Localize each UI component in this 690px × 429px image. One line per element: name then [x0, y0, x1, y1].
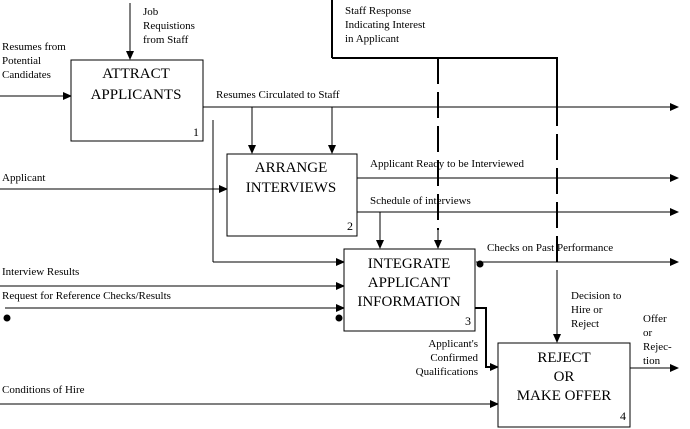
interview-results-label: Interview Results [2, 266, 79, 278]
box1-number: 1 [193, 125, 199, 139]
job-requisitions-label-2: Requistions [143, 20, 195, 32]
offer-label-2: or [643, 327, 653, 339]
box1-title-line1: ATTRACT [102, 66, 170, 82]
staff-response-bracket [332, 57, 558, 100]
box-integrate-information [343, 248, 476, 332]
box3-number: 3 [465, 314, 471, 328]
box-attract-applicants [70, 59, 204, 142]
box2-title-line1: ARRANGE [255, 160, 328, 176]
decision-label-2: Hire or [571, 304, 603, 316]
schedule-label: Schedule of interviews [370, 195, 471, 207]
applicant-ready-label: Applicant Ready to be Interviewed [370, 158, 524, 170]
offer-label-3: Rejec- [643, 341, 672, 353]
request-ref-dot-left [3, 314, 11, 322]
box2-title-line2: INTERVIEWS [246, 180, 336, 196]
staff-response-label-1: Staff Response [345, 5, 411, 17]
confirmed-label-1: Applicant's [428, 338, 478, 350]
confirmed-label-3: Qualifications [416, 366, 478, 378]
box2-number: 2 [347, 219, 353, 233]
box1-title-line2: APPLICANTS [91, 87, 182, 103]
decision-label-3: Reject [571, 318, 599, 330]
request-ref-label: Request for Reference Checks/Results [2, 290, 171, 302]
confirmed-label-2: Confirmed [430, 352, 478, 364]
checks-label: Checks on Past Performance [487, 242, 613, 254]
conditions-label: Conditions of Hire [2, 384, 85, 396]
offer-label-4: tion [643, 355, 661, 367]
box4-title-line2: OR [554, 369, 575, 385]
resumes-from-label-2: Potential [2, 55, 41, 67]
applicant-label: Applicant [2, 172, 45, 184]
request-ref-dot-right [335, 314, 343, 322]
resumes-from-label-3: Candidates [2, 69, 51, 81]
box4-number: 4 [620, 409, 626, 423]
box4-title-line1: REJECT [537, 350, 590, 366]
staff-response-label-3: in Applicant [345, 33, 399, 45]
resumes-from-label-1: Resumes from [2, 41, 66, 53]
checks-dot [476, 260, 484, 268]
box3-title-line2: APPLICANT [368, 275, 451, 291]
offer-label-1: Offer [643, 313, 667, 325]
job-requisitions-label-1: Job [143, 6, 159, 18]
decision-label-1: Decision to [571, 290, 622, 302]
staff-response-label-2: Indicating Interest [345, 19, 425, 31]
box3-title-line3: INFORMATION [357, 294, 461, 310]
box-reject-or-offer [497, 342, 631, 428]
box-arrange-interviews [226, 153, 358, 237]
box4-title-line3: MAKE OFFER [517, 388, 612, 404]
resumes-circulated-label: Resumes Circulated to Staff [216, 89, 340, 101]
job-requisitions-label-3: from Staff [143, 34, 189, 46]
box3-title-line1: INTEGRATE [368, 256, 451, 272]
